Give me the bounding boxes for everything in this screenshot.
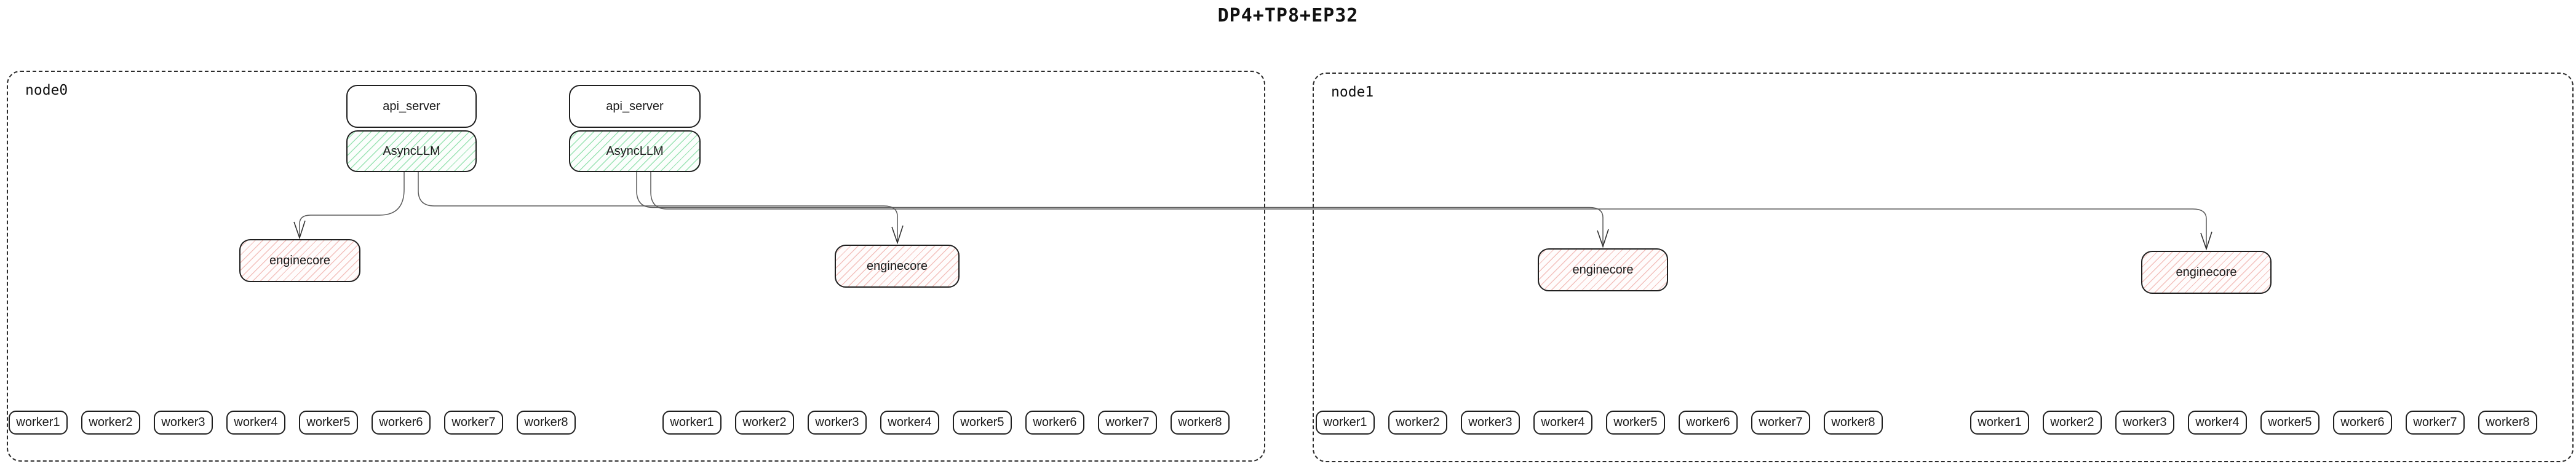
asyncllm-box-2: AsyncLLM [569, 130, 701, 172]
enginecore-box-3: enginecore [1538, 248, 1668, 291]
worker-box: worker8 [2478, 411, 2537, 435]
diagram-title: DP4+TP8+EP32 [1217, 5, 1359, 26]
worker-box: worker6 [1679, 411, 1738, 435]
enginecore-box-2: enginecore [835, 245, 960, 288]
worker-box: worker6 [2333, 411, 2392, 435]
worker-box: worker2 [81, 411, 140, 435]
worker-box: worker7 [444, 411, 503, 435]
node0-label: node0 [25, 82, 68, 98]
worker-box: worker3 [1461, 411, 1520, 435]
node0-group [7, 71, 1265, 462]
worker-box: worker4 [2188, 411, 2247, 435]
worker-box: worker8 [1171, 411, 1230, 435]
worker-box: worker1 [1970, 411, 2029, 435]
worker-group-node0-1: worker1 worker2 worker3 worker4 worker5 … [9, 411, 576, 435]
node1-label: node1 [1331, 84, 1374, 100]
worker-box: worker1 [9, 411, 68, 435]
api-server-box-2: api_server [569, 85, 701, 128]
worker-box: worker4 [880, 411, 939, 435]
worker-box: worker7 [1098, 411, 1157, 435]
worker-box: worker1 [1316, 411, 1375, 435]
worker-box: worker2 [1388, 411, 1447, 435]
worker-box: worker8 [517, 411, 576, 435]
worker-box: worker5 [2260, 411, 2320, 435]
enginecore-box-1: enginecore [239, 239, 360, 282]
worker-box: worker7 [1751, 411, 1810, 435]
worker-box: worker1 [662, 411, 722, 435]
worker-box: worker6 [1025, 411, 1084, 435]
worker-group-node1-1: worker1 worker2 worker3 worker4 worker5 … [1316, 411, 1883, 435]
worker-box: worker4 [1533, 411, 1592, 435]
worker-box: worker3 [154, 411, 213, 435]
worker-box: worker8 [1824, 411, 1883, 435]
worker-group-node1-2: worker1 worker2 worker3 worker4 worker5 … [1970, 411, 2537, 435]
worker-box: worker3 [2115, 411, 2174, 435]
worker-box: worker4 [226, 411, 285, 435]
api-server-box-1: api_server [346, 85, 477, 128]
worker-box: worker6 [372, 411, 431, 435]
worker-box: worker3 [808, 411, 867, 435]
worker-box: worker2 [2043, 411, 2102, 435]
enginecore-box-4: enginecore [2141, 251, 2272, 294]
worker-box: worker2 [735, 411, 794, 435]
worker-box: worker5 [299, 411, 358, 435]
worker-box: worker5 [1606, 411, 1665, 435]
worker-group-node0-2: worker1 worker2 worker3 worker4 worker5 … [662, 411, 1230, 435]
node1-group [1313, 73, 2574, 462]
worker-box: worker5 [953, 411, 1012, 435]
worker-box: worker7 [2406, 411, 2465, 435]
asyncllm-box-1: AsyncLLM [346, 130, 477, 172]
